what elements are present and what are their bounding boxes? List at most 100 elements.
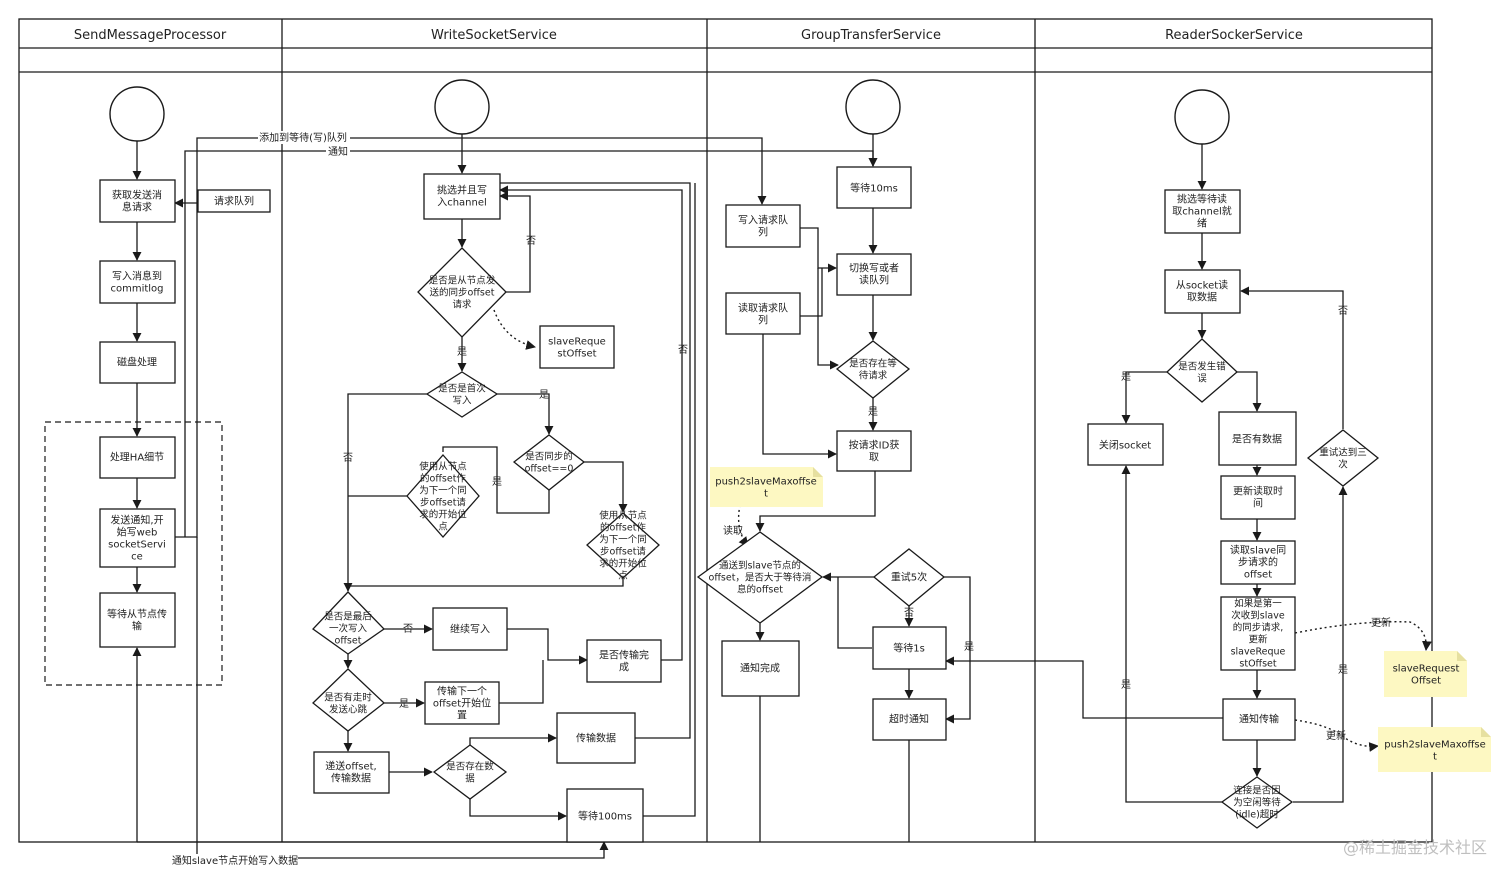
lane-title-group: GroupTransferService [801,28,941,43]
label-g-timeout: 超时通知 [889,713,929,726]
start-circles [109,79,1230,145]
label-g-notify-done: 通知完成 [740,662,780,675]
start-node-send [109,86,165,142]
label-w-use-right: 使用从节点的offset作为下一个同步offset请求的开始位点 [599,510,647,582]
label-g-wait1s: 等待1s [893,642,925,655]
node-r-read-off [1220,540,1296,585]
node-g-switch [836,253,912,296]
edge-label-w-sync-yes: 是 [457,346,467,358]
label-send-disk: 磁盘处理 [117,356,157,369]
edge-label-add-wait: 添加到等待(写)队列 [259,131,347,144]
node-send-notify [99,508,176,568]
node-w-done [586,639,662,683]
node-w-is-sync [417,247,507,338]
edge-label-g-read: 读取 [723,524,743,537]
lane-title-reader: ReaderSockerService [1165,28,1303,43]
dotted-edges [493,309,1432,752]
label-g-write-q: 写入请求队列 [738,214,788,239]
label-r-err: 是否发生错误 [1178,361,1226,385]
edge-label-r-update-1: 更新 [1371,616,1391,629]
node-r-read [1164,269,1241,314]
label-r-idle: 连接是否因为空闲等待(idle)超时 [1233,785,1281,821]
node-w-sync-zero [512,434,586,491]
edge-label-notify: 通知 [328,145,348,158]
node-g-wait10 [836,166,912,209]
watermark: @稀土掘金技术社区 [1343,838,1487,857]
decision-diamonds [312,247,1380,829]
edge-label-g-retry-yes: 是 [964,641,974,653]
edge-labels: 添加到等待(写)队列 通知 通知slave节点开始写入数据 否 是 是 否 是 … [172,131,1391,867]
node-g-wait1s [872,626,947,670]
label-send-wait: 等待从节点传输 [107,608,167,633]
label-w-inc: 递送offset,传输数据 [325,760,376,785]
node-r-has-data [1218,411,1297,466]
edge-label-w-sync-no: 否 [526,235,536,247]
edge-label-g-retry-no: 否 [904,607,914,619]
node-w-first [425,371,499,418]
node-send-queue [197,189,271,213]
node-g-by-id [836,430,912,472]
node-w-pick [423,173,501,220]
node-r-pick [1164,189,1241,234]
node-g-notify-done [721,640,800,697]
node-w-next [424,681,500,725]
node-g-write-q [725,204,801,248]
label-send-ha: 处理HA细节 [110,451,164,464]
label-r-retry3: 重试达到三次 [1319,447,1367,471]
node-w-heart [312,668,385,732]
node-send-wait [99,592,176,648]
edge-label-r-update-2: 更新 [1326,729,1346,742]
process-boxes [99,166,1297,843]
lane-title-write: WriteSocketService [431,28,557,43]
label-send-queue: 请求队列 [214,195,254,208]
label-w-wait100: 等待100ms [578,810,632,823]
node-r-idle [1220,776,1294,829]
label-r-read: 从socket读取数据 [1176,279,1228,304]
label-r-has-data: 是否有数据 [1232,433,1282,446]
edge-label-r-err-yes: 是 [1121,371,1131,383]
edge-label-w-loop-no: 否 [678,344,688,356]
label-send-fetch: 获取发送消息请求 [112,189,162,214]
label-g-read-q: 读取请求队列 [738,302,788,327]
node-w-has-data [432,744,508,800]
node-w-wait100 [566,788,644,843]
node-w-data [556,712,636,764]
node-r-err [1166,338,1238,403]
node-w-use-left [406,454,480,538]
node-w-continue [432,607,508,651]
note-g-push [710,467,823,507]
node-send-ha [99,436,176,479]
node-send-write-log [99,260,176,304]
node-r-close [1087,423,1164,466]
label-g-wait10: 等待10ms [850,182,898,195]
start-node-group [845,79,901,135]
label-r-close: 关闭socket [1099,439,1151,452]
label-g-has-wait: 是否存在等待请求 [849,358,897,382]
label-w-data: 传输数据 [576,732,616,745]
node-w-use-right [586,512,660,579]
note-r-slave-offset [1384,651,1467,697]
node-g-sent [696,531,824,624]
lane-title-send: SendMessageProcessor [74,28,227,43]
edge-label-g-has-wait-yes: 是 [868,406,878,418]
edge-label-w-first-no: 否 [343,452,353,464]
edge-label-w-last-no: 否 [403,623,413,635]
node-r-first [1220,596,1296,671]
label-w-use-left: 使用从节点的offset作为下一个同步offset请求的开始位点 [419,461,467,533]
node-g-timeout [872,698,947,741]
edge-label-notify-slave: 通知slave节点开始写入数据 [172,854,298,867]
label-w-continue: 继续写入 [450,623,490,636]
node-r-retry3 [1306,429,1380,487]
edge-label-r-idle-yes-left: 是 [1121,679,1131,691]
